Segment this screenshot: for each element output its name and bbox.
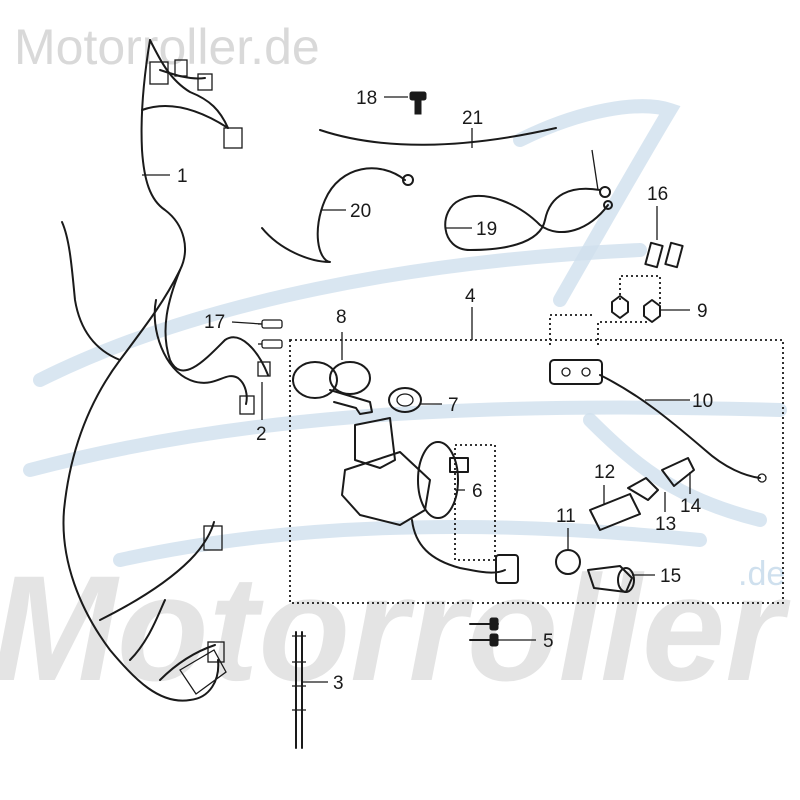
assembly-box-4	[289, 339, 784, 604]
key-8	[292, 361, 373, 415]
fuse-1	[261, 319, 283, 329]
seat-lock-set	[555, 457, 695, 593]
harness-connector-lower	[239, 395, 255, 415]
callout-18: 18	[356, 88, 377, 109]
watermark-swoosh	[23, 99, 787, 567]
callout-7: 7	[448, 395, 459, 416]
screws-5	[469, 617, 499, 647]
callout-2: 2	[256, 424, 267, 445]
callout-4: 4	[465, 286, 476, 307]
bolts-16	[644, 241, 684, 269]
callout-10: 10	[692, 391, 713, 412]
watermark-suffix-text: .de	[738, 555, 785, 593]
callout-14: 14	[680, 496, 702, 517]
callout-13: 13	[655, 514, 676, 535]
callout-20: 20	[350, 201, 371, 222]
nuts-9	[611, 295, 661, 323]
lock-cover-7	[388, 387, 422, 413]
screw-18	[409, 91, 427, 115]
harness-connector-top	[149, 61, 169, 85]
callout-3: 3	[333, 673, 344, 694]
callout-6: 6	[472, 481, 483, 502]
fuse-2	[261, 339, 283, 349]
callout-labels: 1 2 3 4 5 6 7 8 9 10 11 12 13 14 15 16 1…	[177, 88, 713, 694]
ignition-switch-6	[341, 417, 519, 584]
watermark-top-text: Motorroller.de	[14, 19, 320, 75]
callout-21: 21	[462, 108, 483, 129]
harness-connector-mid	[203, 525, 223, 551]
clip-13	[627, 477, 659, 501]
lock-latch-14	[661, 457, 695, 487]
callout-1: 1	[177, 166, 188, 187]
harness-connector-right	[223, 127, 243, 149]
watermark-big-text: Motorroller	[0, 544, 791, 712]
cable-19	[444, 149, 613, 251]
lock-cylinder-12	[589, 493, 641, 531]
assembly-box-6	[454, 444, 496, 561]
lock-cylinder-15	[587, 565, 633, 593]
harness-connector-bottom	[179, 649, 227, 695]
seat-lock-cable-10	[549, 359, 767, 483]
callout-17: 17	[204, 312, 225, 333]
leader-lines	[142, 96, 691, 683]
callout-19: 19	[476, 219, 497, 240]
callout-16: 16	[647, 184, 668, 205]
wiring-harness	[61, 39, 271, 702]
callout-9: 9	[697, 301, 708, 322]
ground-cable-20	[261, 167, 414, 263]
callout-8: 8	[336, 307, 347, 328]
callout-11: 11	[556, 506, 576, 527]
callout-5: 5	[543, 631, 554, 652]
callout-12: 12	[594, 462, 615, 483]
wire-21	[319, 127, 557, 146]
assembly-box-9	[549, 275, 661, 345]
callout-15: 15	[660, 566, 681, 587]
cable-tie	[292, 631, 306, 749]
